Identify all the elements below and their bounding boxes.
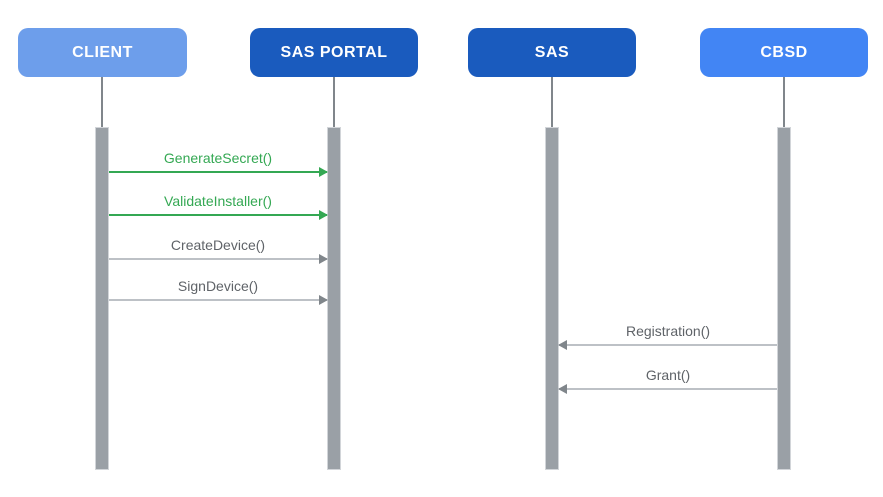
- lifeline-client: [101, 77, 103, 127]
- message-label: ValidateInstaller(): [164, 193, 272, 209]
- arrowhead-left-icon: [558, 340, 567, 350]
- activation-bar-sas: [545, 127, 559, 470]
- actor-box-sas: SAS: [468, 28, 636, 77]
- message-grant: Grant(): [558, 367, 777, 394]
- message-label: Grant(): [645, 367, 691, 383]
- lifeline-sas: [551, 77, 553, 127]
- arrowhead-right-icon: [319, 167, 328, 177]
- actor-label-cbsd: CBSD: [760, 43, 808, 61]
- message-create-device: CreateDevice(): [109, 237, 328, 264]
- arrowhead-right-icon: [319, 295, 328, 305]
- message-arrow: [558, 384, 777, 394]
- message-label: Registration(): [625, 323, 711, 339]
- message-arrow: [558, 340, 777, 350]
- actor-label-sas: SAS: [534, 43, 570, 61]
- actor-box-sas-portal: SAS PORTAL: [250, 28, 418, 77]
- actor-box-client: CLIENT: [18, 28, 187, 77]
- lifeline-cbsd: [783, 77, 785, 127]
- arrowhead-left-icon: [558, 384, 567, 394]
- activation-bar-client: [95, 127, 109, 470]
- message-registration: Registration(): [558, 323, 777, 350]
- actor-box-cbsd: CBSD: [700, 28, 868, 77]
- message-label: CreateDevice(): [170, 237, 266, 253]
- message-arrow: [109, 210, 328, 220]
- message-generate-secret: GenerateSecret(): [109, 150, 328, 177]
- message-sign-device: SignDevice(): [109, 278, 328, 305]
- message-label: GenerateSecret(): [163, 150, 273, 166]
- actor-label-sas-portal: SAS PORTAL: [280, 43, 388, 61]
- message-validate-installer: ValidateInstaller(): [109, 193, 328, 220]
- arrowhead-right-icon: [319, 210, 328, 220]
- arrowhead-right-icon: [319, 254, 328, 264]
- message-arrow: [109, 295, 328, 305]
- lifeline-sas-portal: [333, 77, 335, 127]
- message-arrow: [109, 167, 328, 177]
- actor-label-client: CLIENT: [72, 43, 133, 61]
- activation-bar-cbsd: [777, 127, 791, 470]
- message-label: SignDevice(): [177, 278, 259, 294]
- activation-bar-sas-portal: [327, 127, 341, 470]
- message-arrow: [109, 254, 328, 264]
